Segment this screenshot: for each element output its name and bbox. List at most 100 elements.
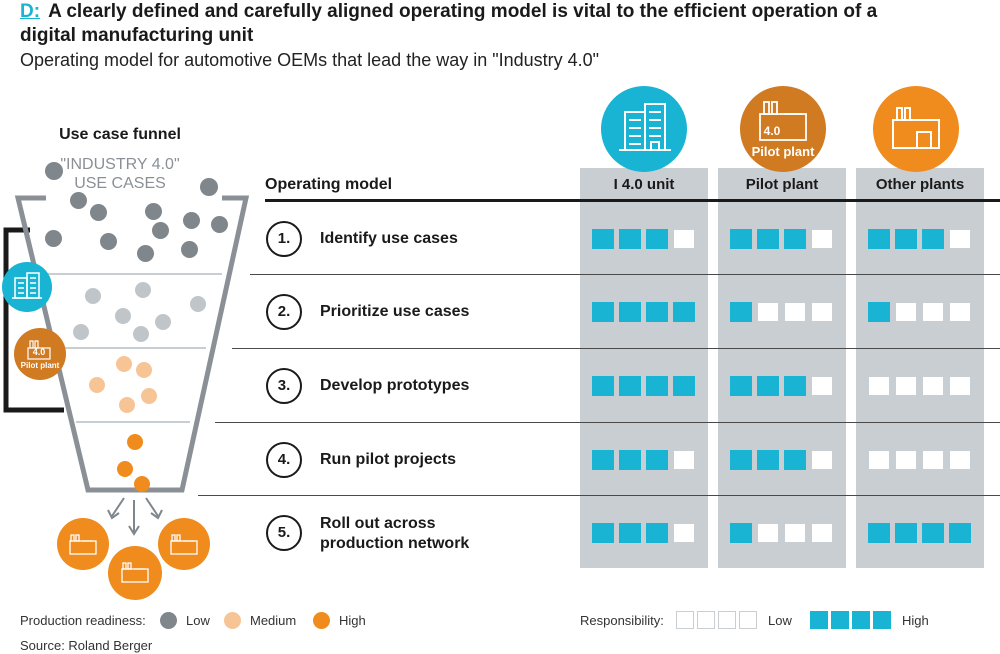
dot-medium [89, 377, 105, 393]
legend-dot-high [313, 612, 330, 629]
column-icon-pilot-plant: 4.0 Pilot plant [740, 86, 826, 172]
column-header-i40-unit: I 4.0 unit [613, 176, 675, 193]
step-number-3: 3. [266, 368, 302, 404]
arrow-right [145, 497, 159, 517]
i40-unit-badge [2, 262, 52, 312]
responsibility-square-pilot-plant [757, 302, 779, 322]
arrow-left [111, 497, 125, 517]
dot-low-faded [155, 314, 171, 330]
step-label-2: Prioritize use cases [320, 303, 470, 320]
pilot-badge-label: Pilot plant [20, 361, 60, 370]
dot-medium [116, 356, 132, 372]
responsibility-square-other-plants [922, 376, 944, 396]
funnel-diagram [3, 195, 250, 536]
figure-tag: D: [20, 1, 41, 22]
operating-model-header: Operating model [265, 176, 393, 193]
column-icon-other-plants [873, 86, 959, 172]
dot-low-faded [190, 296, 206, 312]
responsibility-square-i40-unit [673, 523, 695, 543]
row-divider [198, 495, 1000, 496]
legend-square-empty [739, 611, 757, 629]
dot-low-faded [133, 326, 149, 342]
responsibility-square-pilot-plant [730, 229, 752, 249]
responsibility-square-i40-unit [592, 523, 614, 543]
dot-low-faded [135, 282, 151, 298]
funnel-subtitle-line2: USE CASES [74, 175, 166, 192]
responsibility-square-other-plants [895, 376, 917, 396]
responsibility-square-i40-unit [646, 450, 668, 470]
output-plant-left [57, 518, 109, 570]
responsibility-square-pilot-plant [784, 229, 806, 249]
responsibility-square-i40-unit [673, 229, 695, 249]
responsibility-square-other-plants [868, 376, 890, 396]
responsibility-square-other-plants [895, 523, 917, 543]
factory-icon [892, 107, 940, 149]
responsibility-square-pilot-plant [784, 523, 806, 543]
dot-high [127, 434, 143, 450]
step-label-1: Identify use cases [320, 230, 458, 247]
step-number-1: 1. [266, 221, 302, 257]
responsibility-square-pilot-plant [757, 376, 779, 396]
factory-icon [170, 534, 198, 555]
row-divider [250, 274, 1000, 275]
responsibility-square-pilot-plant [757, 229, 779, 249]
row-divider [232, 348, 1000, 349]
funnel-bracket [3, 227, 64, 413]
responsibility-square-i40-unit [592, 302, 614, 322]
funnel-title: Use case funnel [59, 126, 181, 143]
pilot-plant-icon [27, 340, 51, 360]
responsibility-square-other-plants [868, 229, 890, 249]
funnel-subtitle: "INDUSTRY 4.0" USE CASES [40, 155, 200, 193]
responsibility-square-pilot-plant [784, 450, 806, 470]
step-label-3: Develop prototypes [320, 377, 470, 394]
office-building-icon [12, 272, 42, 299]
step-number-5: 5. [266, 515, 302, 551]
responsibility-square-i40-unit [646, 229, 668, 249]
responsibility-square-other-plants [949, 229, 971, 249]
column-bg-pilot-plant [718, 168, 846, 568]
dot-medium [136, 362, 152, 378]
responsibility-square-i40-unit [673, 450, 695, 470]
responsibility-square-pilot-plant [730, 450, 752, 470]
responsibility-square-other-plants [949, 376, 971, 396]
readiness-legend-label: Production readiness: [20, 613, 146, 628]
dot-medium [141, 388, 157, 404]
responsibility-square-pilot-plant [730, 523, 752, 543]
legend-dot-medium [224, 612, 241, 629]
responsibility-square-other-plants [922, 229, 944, 249]
responsibility-square-i40-unit [646, 376, 668, 396]
legend-square-filled [852, 611, 870, 629]
dot-low-faded [115, 308, 131, 324]
output-plant-right [158, 518, 210, 570]
legend-resp-high-label: High [902, 613, 929, 628]
responsibility-square-other-plants [922, 302, 944, 322]
dot-low [183, 212, 200, 229]
legend-square-empty [697, 611, 715, 629]
responsibility-square-pilot-plant [811, 450, 833, 470]
responsibility-square-other-plants [949, 302, 971, 322]
column-bg-other-plants [856, 168, 984, 568]
responsibility-square-other-plants [868, 523, 890, 543]
pilot-column-badge-number: 4.0 [763, 124, 781, 138]
funnel-outline [14, 195, 250, 493]
dot-low [100, 233, 117, 250]
column-bg-i40-unit [580, 168, 708, 568]
responsibility-square-pilot-plant [811, 302, 833, 322]
legend-medium-label: Medium [250, 613, 297, 628]
responsibility-square-i40-unit [592, 229, 614, 249]
factory-icon [121, 562, 149, 583]
responsibility-square-i40-unit [619, 523, 641, 543]
responsibility-square-i40-unit [592, 450, 614, 470]
legend-square-empty [718, 611, 736, 629]
factory-icon [69, 534, 97, 555]
step-label-5: Roll out across production network [320, 515, 470, 552]
legend-square-filled [810, 611, 828, 629]
dot-low [181, 241, 198, 258]
page-subtitle: Operating model for automotive OEMs that… [20, 50, 600, 70]
responsibility-square-i40-unit [673, 376, 695, 396]
responsibility-square-other-plants [922, 523, 944, 543]
pilot-plant-icon [759, 101, 807, 141]
office-building-icon [619, 103, 671, 151]
dot-low [152, 222, 169, 239]
column-icon-i40-unit [601, 86, 687, 172]
